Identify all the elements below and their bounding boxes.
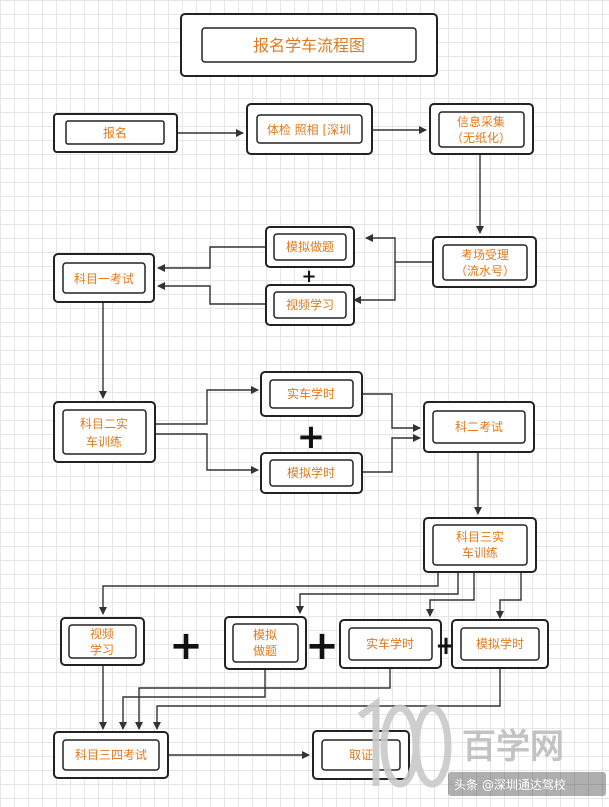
node-video-study-3-line1: 视频	[90, 626, 114, 641]
node-exam-accept: 考场受理 （流水号）	[432, 236, 537, 288]
arrow-to-simulator-2	[155, 433, 259, 474]
node-subject1-exam-label: 科目一考试	[74, 271, 134, 286]
node-get-license: 取证	[312, 730, 410, 780]
node-exam-accept-line1: 考场受理	[461, 248, 509, 262]
node-mock-quiz-3-line1: 模拟	[253, 628, 277, 642]
plus-sign: +	[305, 623, 339, 669]
watermark-logo-text: 百学网	[462, 727, 564, 767]
arrow-mock-to-subject1	[157, 246, 266, 272]
page-title: 报名学车流程图	[253, 36, 365, 55]
arrow-accept-to-mock	[365, 234, 433, 263]
node-exam-accept-line2: （流水号）	[455, 264, 515, 278]
node-real-car-hours-3: 实车学时	[339, 619, 442, 669]
title-box: 报名学车流程图	[180, 13, 438, 77]
node-mock-quiz-3: 模拟 做题	[224, 616, 307, 670]
node-signup-label: 报名	[103, 125, 127, 140]
arrow-to-mock-3	[296, 572, 459, 614]
node-physical-exam: 体检 照相 [深圳	[246, 103, 373, 155]
node-subject34-exam-label: 科目三四考试	[75, 747, 147, 762]
node-simulator-hours-2-label: 模拟学时	[287, 465, 335, 480]
arrow-accept-to-video	[353, 262, 396, 304]
arrow-simulator-2-to-exam	[362, 434, 421, 473]
node-simulator-hours-3: 模拟学时	[451, 619, 549, 669]
node-subject3-training-line1: 科目三实	[456, 529, 504, 544]
arrow-video-to-subject1	[157, 282, 266, 305]
arrow-mock-3-to-exam34	[119, 669, 266, 730]
node-video-study: 视频学习	[265, 284, 355, 326]
node-video-study-3-line2: 学习	[90, 642, 114, 657]
arrow-to-video-3	[99, 572, 439, 615]
node-subject2-training-line2: 车训练	[86, 434, 122, 449]
node-signup: 报名	[53, 113, 178, 153]
arrow-to-real-car-2	[155, 386, 259, 425]
node-subject34-exam: 科目三四考试	[53, 731, 169, 779]
node-subject2-training: 科目二实 车训练	[53, 401, 156, 463]
node-subject2-exam-label: 科二考试	[455, 419, 503, 434]
plus-sign: +	[169, 623, 203, 669]
node-real-car-hours-2: 实车学时	[260, 371, 363, 417]
node-mock-quiz-3-line2: 做题	[253, 643, 277, 658]
node-get-license-label: 取证	[349, 748, 373, 762]
plus-sign: +	[301, 266, 316, 287]
watermark: 百学网 头条 @深圳通达驾校	[357, 697, 606, 796]
watermark-logo-mark	[412, 704, 452, 788]
arrow-real-car-3-to-exam34	[135, 668, 391, 730]
arrow-to-real-car-3	[426, 572, 475, 617]
node-video-study-3: 视频 学习	[60, 617, 145, 666]
node-mock-quiz: 模拟做题	[265, 226, 355, 268]
node-subject3-training-line2: 车训练	[462, 545, 498, 560]
node-subject2-training-line1: 科目二实	[80, 416, 128, 431]
node-physical-exam-label: 体检 照相 [深圳	[267, 122, 351, 137]
node-real-car-hours-3-label: 实车学时	[366, 636, 414, 651]
arrow-simulator-3-to-exam34	[153, 668, 501, 730]
node-video-study-label: 视频学习	[286, 297, 334, 312]
watermark-logo-mark	[357, 697, 380, 786]
node-real-car-hours-2-label: 实车学时	[287, 386, 335, 401]
node-info-collect: 信息采集 （无纸化）	[429, 103, 534, 155]
node-simulator-hours-3-label: 模拟学时	[476, 636, 524, 651]
arrow-real-car-2-to-exam	[362, 393, 421, 432]
plus-sign: +	[297, 417, 326, 457]
node-subject2-exam: 科二考试	[423, 401, 535, 453]
node-simulator-hours-2: 模拟学时	[260, 452, 363, 494]
node-subject1-exam: 科目一考试	[53, 253, 155, 303]
node-info-collect-line1: 信息采集	[457, 114, 505, 129]
node-info-collect-line2: （无纸化）	[451, 131, 511, 145]
node-subject3-training: 科目三实 车训练	[423, 517, 537, 573]
arrow-to-simulator-3	[496, 572, 522, 619]
node-mock-quiz-label: 模拟做题	[286, 239, 334, 254]
connectors	[99, 126, 522, 759]
watermark-credit: 头条 @深圳通达驾校	[454, 777, 566, 792]
